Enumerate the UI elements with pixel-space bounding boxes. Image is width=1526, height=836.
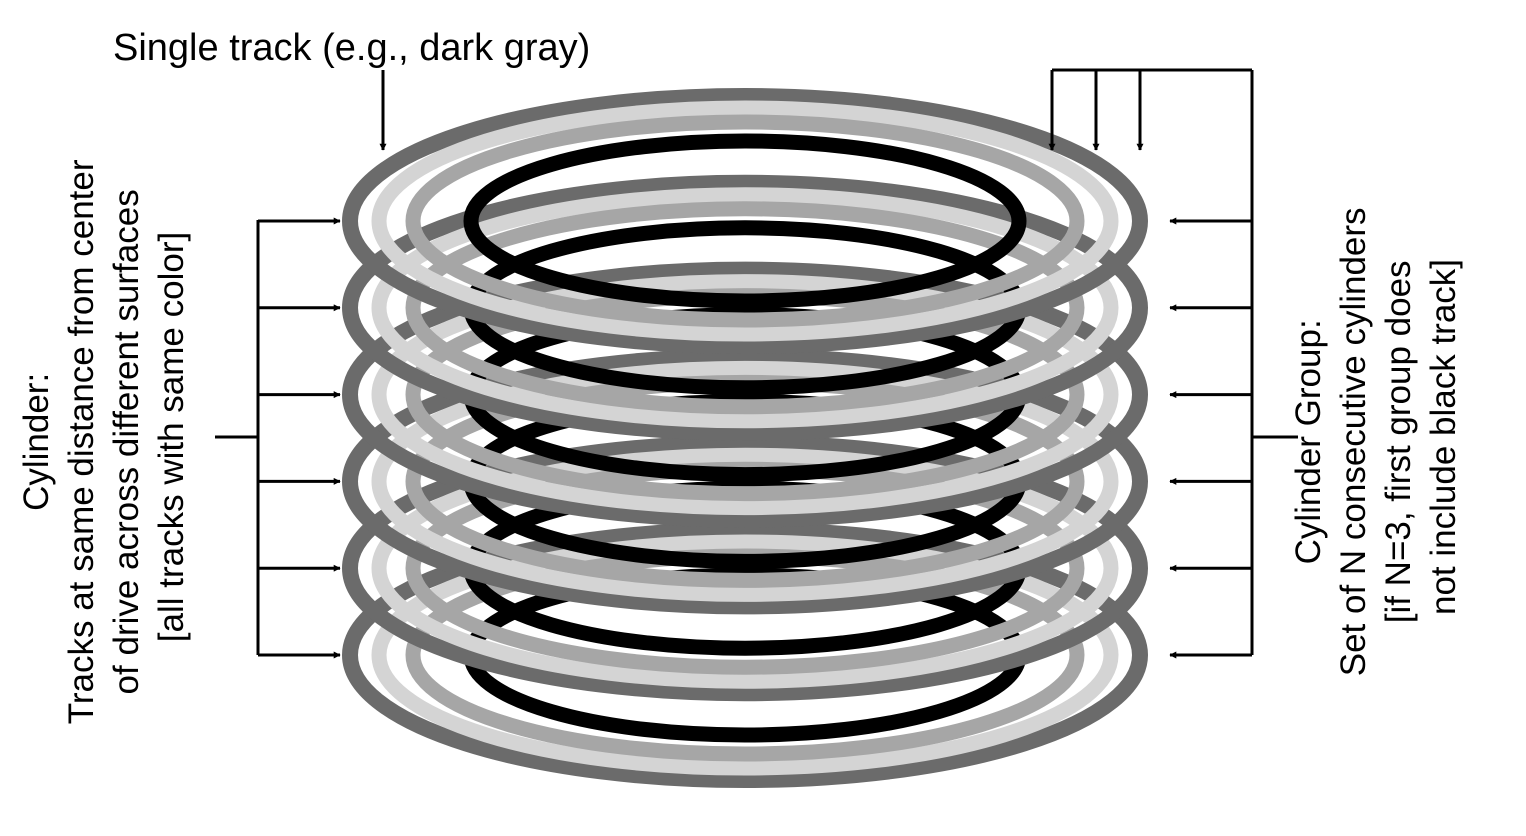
- cylinder-label-line-4: [all tracks with same color]: [152, 232, 191, 642]
- single-track-annotation: Single track (e.g., dark gray): [113, 27, 590, 151]
- single-track-label: Single track (e.g., dark gray): [113, 27, 590, 69]
- track-light-gray-platter-2: [371, 187, 1119, 429]
- cylinder-label-line-2: Tracks at same distance from center: [62, 159, 101, 724]
- platter-1: [342, 88, 1148, 354]
- track-dark-gray-platter-4: [342, 348, 1148, 615]
- platter-stack: [342, 88, 1148, 788]
- track-black-platter-1: [463, 133, 1027, 309]
- cylinder-group-label-line-3: [if N=3, first group does: [1379, 260, 1418, 623]
- cylinder-group-arrows: [1169, 217, 1252, 659]
- cylinder-group-label-line-2: Set of N consecutive cylinders: [1334, 207, 1373, 676]
- track-dark-gray-platter-6: [342, 522, 1148, 788]
- track-dark-gray-platter-5: [342, 435, 1148, 702]
- track-medium-gray-platter-1: [405, 114, 1085, 328]
- track-dark-gray-platter-1: [342, 88, 1148, 354]
- track-light-gray-platter-3: [371, 274, 1119, 516]
- cylinder-group-label-line-1: Cylinder Group:: [1289, 319, 1328, 564]
- cylinder-label: Cylinder: Tracks at same distance from c…: [17, 150, 191, 724]
- cylinder-label-line-3: of drive across different surfaces: [107, 189, 146, 694]
- cylinder-group-label-line-4: not include black track]: [1424, 259, 1463, 615]
- platter-2: [342, 174, 1148, 441]
- track-light-gray-platter-5: [371, 447, 1119, 689]
- track-dark-gray-platter-3: [342, 261, 1148, 528]
- cylinder-group-label: Cylinder Group: Set of N consecutive cyl…: [1289, 198, 1463, 677]
- track-dark-gray-platter-2: [342, 174, 1148, 441]
- cylinder-label-line-1: Cylinder:: [17, 373, 56, 511]
- track-medium-gray-platter-2: [405, 201, 1085, 415]
- track-light-gray-platter-6: [371, 534, 1119, 776]
- track-light-gray-platter-1: [371, 100, 1119, 342]
- track-light-gray-platter-4: [371, 360, 1119, 602]
- cylinder-group-top-bracket: [1048, 68, 1298, 655]
- cylinder-bracket: [215, 217, 341, 659]
